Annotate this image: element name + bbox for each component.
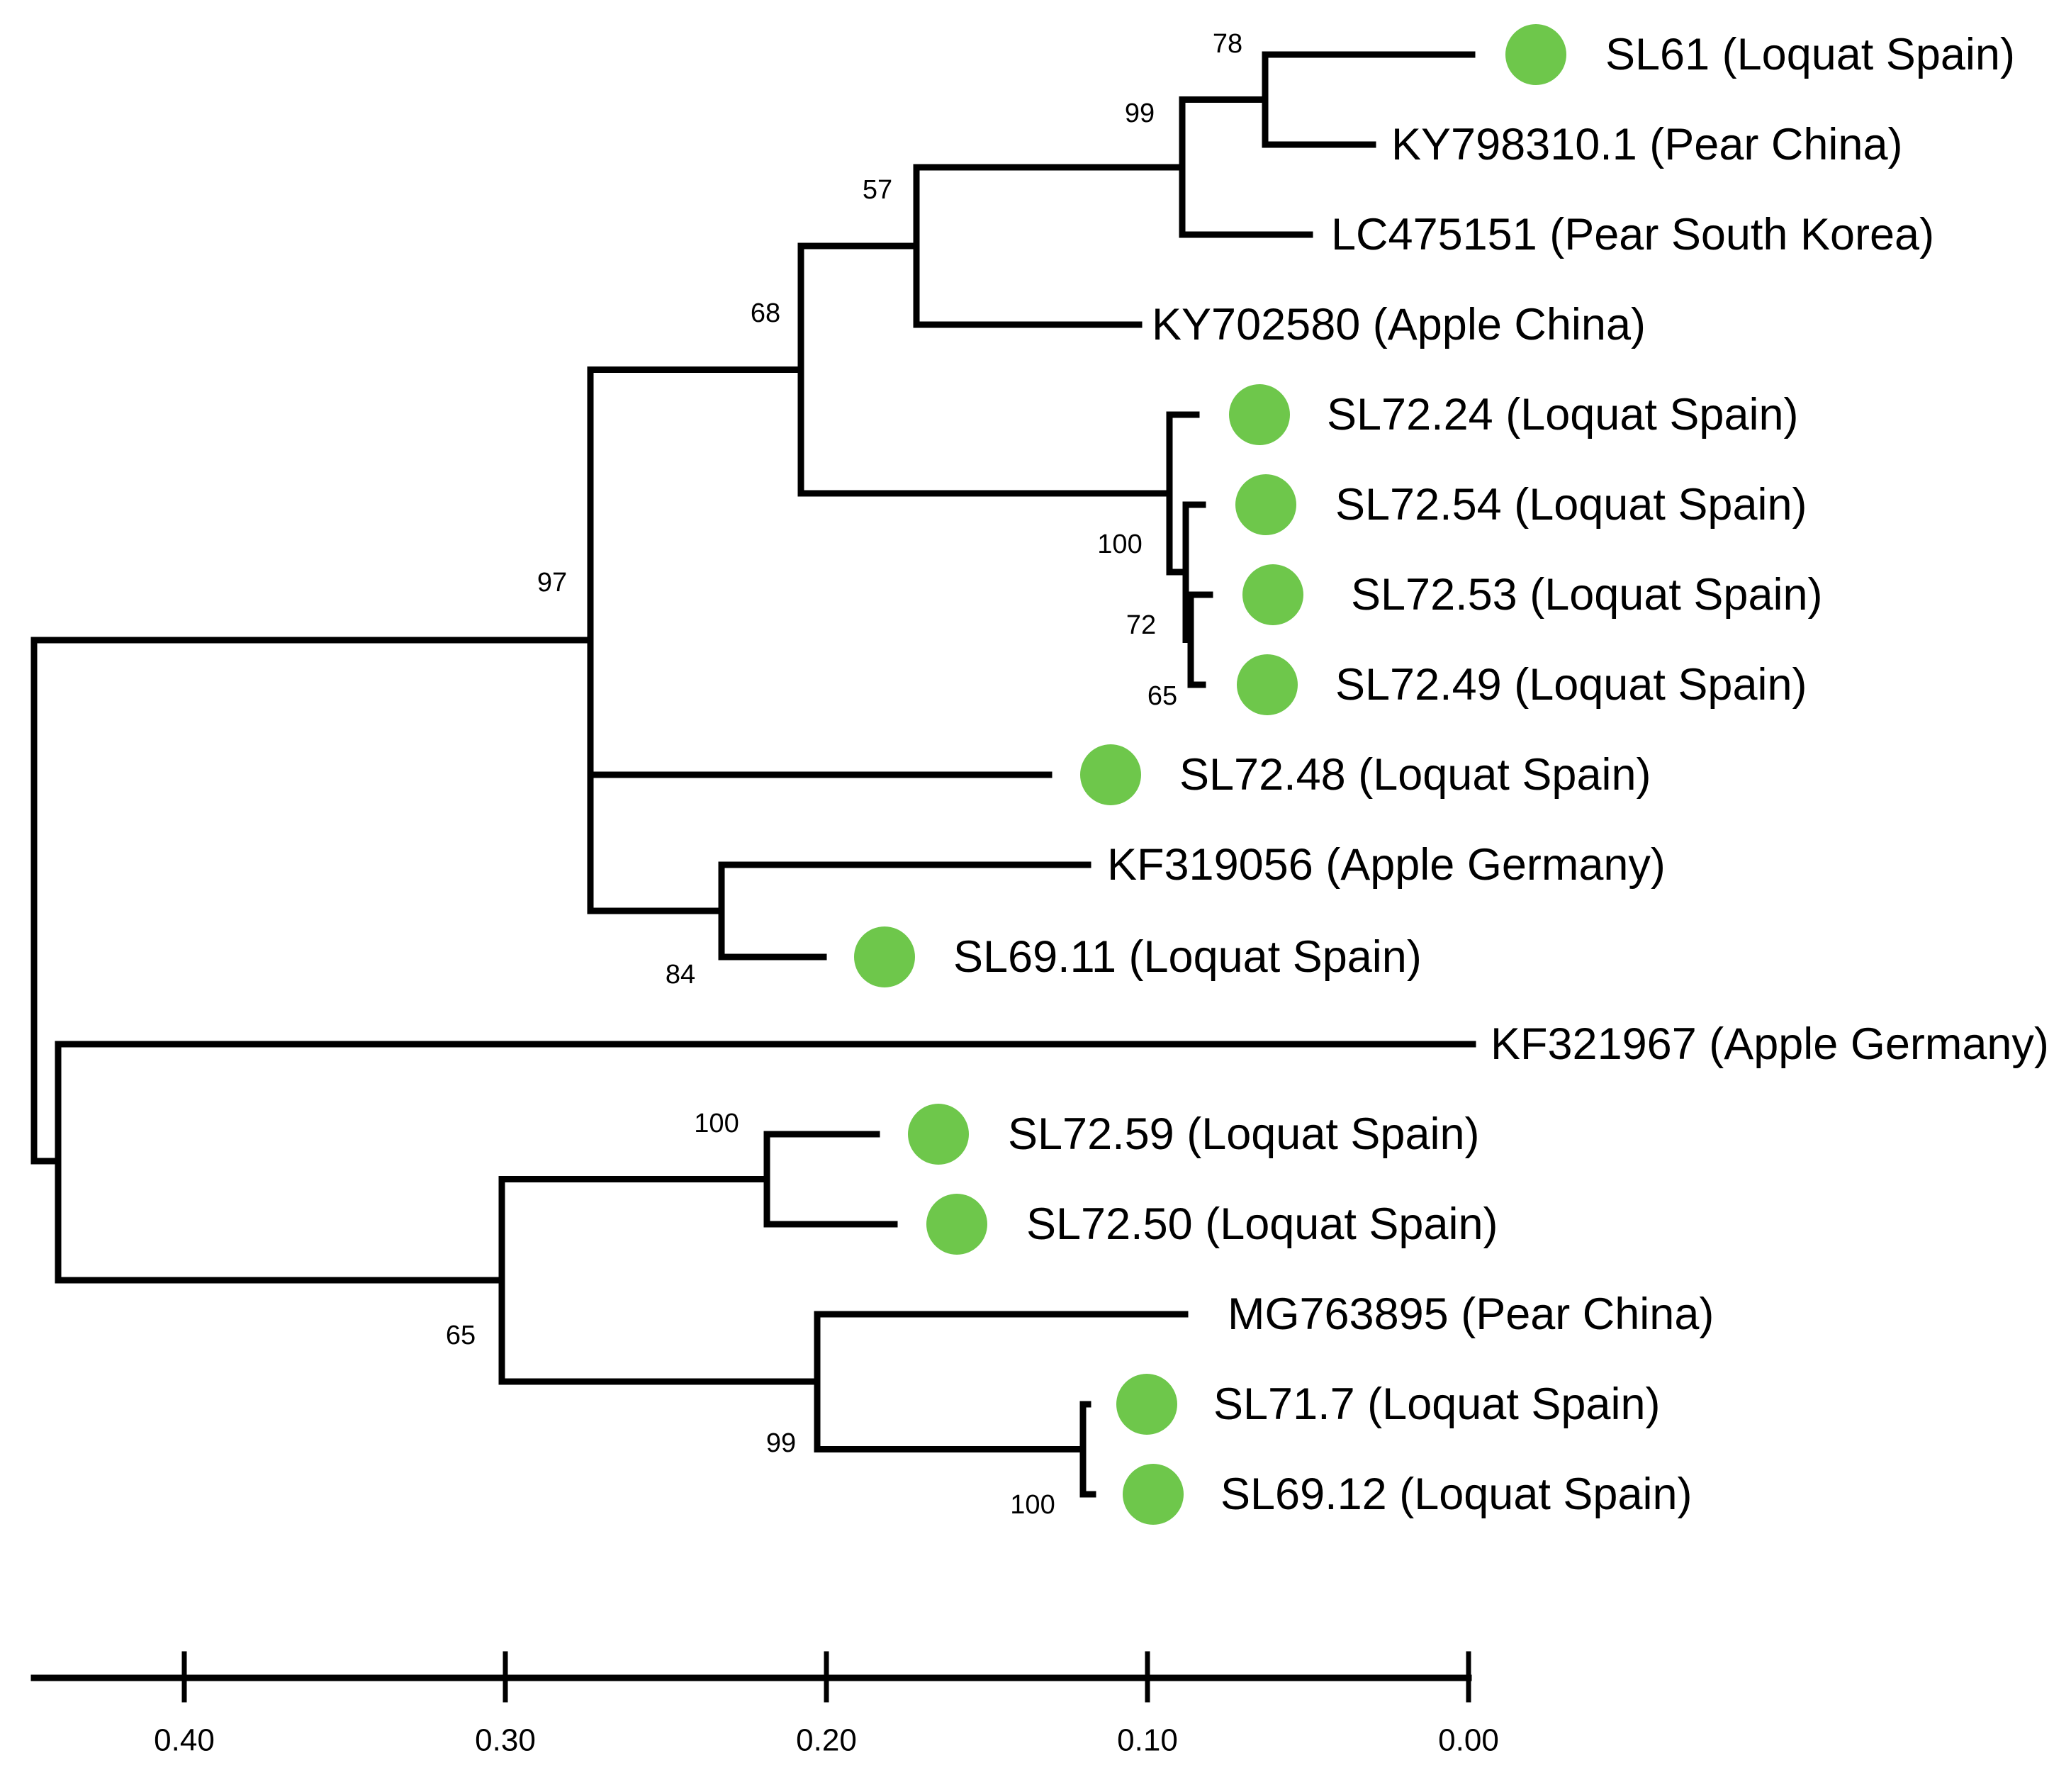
bootstrap-value: 84 — [666, 960, 695, 990]
tip-label: KF319056 (Apple Germany) — [1107, 840, 1666, 890]
tip-label: SL61 (Loquat Spain) — [1605, 30, 2015, 79]
tip-label: SL72.50 (Loquat Spain) — [1026, 1199, 1498, 1249]
tip-label: SL72.48 (Loquat Spain) — [1179, 750, 1651, 800]
tip-label: KY798310.1 (Pear China) — [1391, 120, 1902, 169]
tip-label: SL72.59 (Loquat Spain) — [1008, 1109, 1480, 1159]
tip-label: SL69.12 (Loquat Spain) — [1220, 1469, 1693, 1519]
scale-tick-label: 0.20 — [796, 1723, 857, 1758]
tip-label: KY702580 (Apple China) — [1152, 300, 1646, 349]
bootstrap-value: 100 — [694, 1109, 739, 1138]
loquat-spain-dot-icon — [1123, 1464, 1184, 1525]
tip-label: SL69.11 (Loquat Spain) — [953, 932, 1422, 982]
tip-label: SL72.54 (Loquat Spain) — [1335, 480, 1807, 530]
bootstrap-value: 65 — [1147, 681, 1177, 711]
bootstrap-value: 100 — [1097, 530, 1142, 559]
loquat-spain-dot-icon — [1237, 654, 1298, 715]
tip-dots — [854, 24, 1566, 1525]
bootstrap-labels: 97 68 57 99 78 100 72 65 84 65 100 99 100 — [446, 29, 1242, 1520]
tip-label: SL72.24 (Loquat Spain) — [1327, 390, 1799, 439]
bootstrap-value: 97 — [537, 568, 567, 598]
loquat-spain-dot-icon — [926, 1194, 987, 1255]
tree-branches — [30, 51, 1476, 1498]
loquat-spain-dot-icon — [1229, 384, 1290, 445]
bootstrap-value: 57 — [863, 175, 892, 205]
tip-label: LC475151 (Pear South Korea) — [1331, 210, 1934, 259]
bootstrap-value: 65 — [446, 1321, 476, 1350]
loquat-spain-dot-icon — [1080, 744, 1141, 805]
bootstrap-value: 100 — [1010, 1490, 1055, 1520]
scale-tick-label: 0.40 — [154, 1723, 215, 1758]
tip-labels: SL61 (Loquat Spain) KY798310.1 (Pear Chin… — [953, 30, 2049, 1519]
tip-label: KF321967 (Apple Germany) — [1491, 1019, 2049, 1069]
scale-tick-label: 0.30 — [475, 1723, 536, 1758]
scale-tick-label: 0.00 — [1438, 1723, 1499, 1758]
bootstrap-value: 68 — [751, 298, 780, 328]
scale-tick-label: 0.10 — [1117, 1723, 1178, 1758]
loquat-spain-dot-icon — [1235, 474, 1296, 535]
tip-label: SL72.49 (Loquat Spain) — [1335, 660, 1807, 710]
loquat-spain-dot-icon — [1242, 564, 1303, 625]
bootstrap-value: 99 — [1125, 99, 1155, 128]
scale-bar: 0.40 0.30 0.20 0.10 0.00 — [30, 1651, 1499, 1758]
bootstrap-value: 78 — [1213, 29, 1242, 59]
loquat-spain-dot-icon — [1505, 24, 1566, 85]
tip-label: SL72.53 (Loquat Spain) — [1351, 570, 1823, 620]
loquat-spain-dot-icon — [1116, 1374, 1177, 1435]
bootstrap-value: 72 — [1126, 610, 1156, 640]
bootstrap-value: 99 — [766, 1428, 796, 1458]
loquat-spain-dot-icon — [854, 926, 915, 987]
loquat-spain-dot-icon — [908, 1104, 969, 1165]
tip-label: MG763895 (Pear China) — [1228, 1289, 1714, 1339]
tip-label: SL71.7 (Loquat Spain) — [1213, 1379, 1660, 1429]
